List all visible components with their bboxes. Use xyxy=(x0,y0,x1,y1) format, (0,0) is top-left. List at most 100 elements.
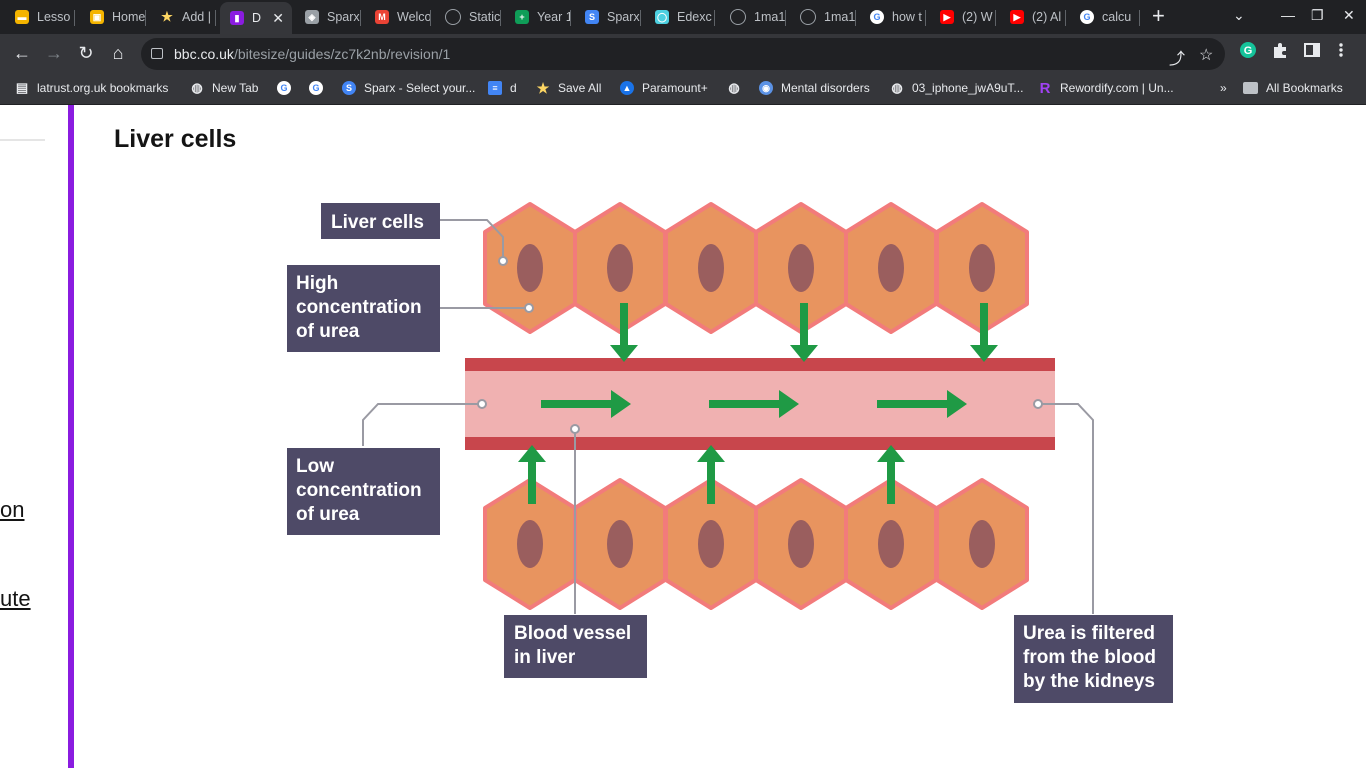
globe-icon xyxy=(800,9,816,25)
label-blood-vessel-line1: Blood vessel xyxy=(514,623,631,644)
back-button[interactable]: ← xyxy=(13,43,31,63)
sidebar-link-2[interactable]: ute xyxy=(0,586,31,611)
tab-separator xyxy=(145,10,146,26)
more-bookmarks-chevron-icon[interactable]: » xyxy=(1220,81,1227,95)
bookmark-star-icon[interactable]: ☆ xyxy=(1199,47,1214,64)
tab-separator xyxy=(995,10,996,26)
bookmark-item-1[interactable]: ◍New Tab xyxy=(190,80,258,95)
google-icon: G xyxy=(277,81,291,95)
tab-10[interactable]: 1ma1 xyxy=(720,3,786,31)
leader-dot xyxy=(1033,399,1043,409)
leader-liver-cells xyxy=(440,219,504,260)
tab-search-icon[interactable]: ⌄ xyxy=(1233,7,1245,23)
bookmark-item-9[interactable]: ◉Mental disorders xyxy=(759,81,870,95)
tab-separator xyxy=(925,10,926,26)
tab-13[interactable]: ▶(2) W xyxy=(930,3,996,31)
forward-button[interactable]: → xyxy=(45,43,63,63)
label-box-blood-vessel xyxy=(504,615,647,678)
site-info-icon[interactable] xyxy=(151,48,163,59)
all-bookmarks-folder[interactable]: All Bookmarks xyxy=(1243,81,1343,95)
leader-lines xyxy=(362,219,1094,614)
bookmark-item-8[interactable]: ◍ xyxy=(727,80,749,95)
sidebar-link-1[interactable]: on xyxy=(0,497,25,522)
close-tab-icon[interactable]: ✕ xyxy=(272,9,284,26)
arrow-right xyxy=(541,390,631,418)
rewordify-icon: R xyxy=(1039,79,1051,97)
grammarly-icon[interactable]: G xyxy=(1240,42,1256,63)
paramount-icon: ▲ xyxy=(620,81,634,95)
cell-nucleus xyxy=(517,520,543,568)
tab-0[interactable]: ▬Lesso xyxy=(5,3,75,31)
restore-icon[interactable]: ❐ xyxy=(1311,7,1324,23)
arrow-right xyxy=(877,390,967,418)
tab-label: Edexc xyxy=(677,10,712,24)
tab-11[interactable]: 1ma1 xyxy=(790,3,856,31)
globe-icon: ◍ xyxy=(891,80,903,95)
tab-7[interactable]: +Year 1 xyxy=(505,3,571,31)
tab-label: 1ma1 xyxy=(824,10,856,24)
content-accent-bar xyxy=(68,105,74,768)
extensions-puzzle-icon[interactable] xyxy=(1272,42,1288,63)
tab-1[interactable]: ▣Home xyxy=(80,3,146,31)
bookmark-label: Mental disorders xyxy=(781,81,870,95)
label-urea-filtered-line1: Urea is filtered xyxy=(1023,623,1155,644)
tab-9[interactable]: ◯Edexc xyxy=(645,3,715,31)
tab-separator xyxy=(74,10,75,26)
label-box-low-conc xyxy=(287,448,440,535)
bookmark-item-7[interactable]: ▲Paramount+ xyxy=(620,81,708,95)
bookmark-label: 03_iphone_jwA9uT... xyxy=(912,81,1024,95)
tab-label: Home xyxy=(112,10,146,24)
bookmark-item-6[interactable]: ★Save All xyxy=(536,80,602,96)
reload-button[interactable]: ↻ xyxy=(78,43,94,63)
menu-kebab-icon[interactable] xyxy=(1338,42,1344,63)
arrow-down xyxy=(610,303,638,362)
globe-icon: ◍ xyxy=(728,80,740,95)
side-panel-icon[interactable] xyxy=(1304,42,1320,63)
tab-label: Sparx xyxy=(327,10,360,24)
label-box-urea-filtered xyxy=(1014,615,1173,703)
bookmark-label: Sparx - Select your... xyxy=(364,81,476,95)
tab-2[interactable]: ★Add | xyxy=(150,3,216,31)
tab-label: D xyxy=(252,11,262,25)
globe-icon xyxy=(730,9,746,25)
label-high-conc-line3: of urea xyxy=(296,321,360,342)
tab-label: how t xyxy=(892,10,922,24)
tab-label: Welco xyxy=(397,10,431,24)
bookmark-label: Save All xyxy=(558,81,602,95)
cell-nucleus xyxy=(969,520,995,568)
page-content: on ute Liver cells xyxy=(0,105,1366,768)
bookmark-item-10[interactable]: ◍ 03_iphone_jwA9uT... xyxy=(890,80,1024,95)
url-text[interactable]: bbc.co.uk/bitesize/guides/zc7k2nb/revisi… xyxy=(174,46,451,62)
tab-label: Static xyxy=(469,10,501,24)
blood-vessel-wall-bottom xyxy=(465,437,1055,450)
arrow-up xyxy=(877,445,905,504)
bookmark-item-5[interactable]: ≡d xyxy=(488,81,517,95)
label-box-high-conc xyxy=(287,265,440,352)
new-tab-button[interactable]: + xyxy=(1152,3,1165,28)
bookmark-item-2[interactable]: G xyxy=(277,81,299,95)
label-high-conc-line1: High xyxy=(296,273,338,294)
share-icon[interactable]: ⤴ xyxy=(1169,51,1186,68)
address-bar[interactable]: bbc.co.uk/bitesize/guides/zc7k2nb/revisi… xyxy=(141,38,1225,70)
browser-toolbar: ← → ↻ ⌂ bbc.co.uk/bitesize/guides/zc7k2n… xyxy=(0,34,1366,74)
close-window-icon[interactable]: ✕ xyxy=(1343,7,1355,23)
tab-4[interactable]: ◈Sparx xyxy=(295,3,361,31)
minimize-icon[interactable]: — xyxy=(1281,7,1295,23)
home-button[interactable]: ⌂ xyxy=(112,43,124,63)
label-high-conc-line2: concentration xyxy=(296,297,422,318)
tab-6[interactable]: Static xyxy=(435,3,501,31)
tab-14[interactable]: ▶(2) Al xyxy=(1000,3,1066,31)
tab-separator xyxy=(430,10,431,26)
arrow-down xyxy=(790,303,818,362)
bookmark-item-3[interactable]: G xyxy=(309,81,331,95)
bookmark-item-0[interactable]: ▤latrust.org.uk bookmarks xyxy=(15,80,169,95)
tab-3[interactable]: ▮D✕ xyxy=(220,2,292,34)
tab-separator xyxy=(1139,10,1140,26)
